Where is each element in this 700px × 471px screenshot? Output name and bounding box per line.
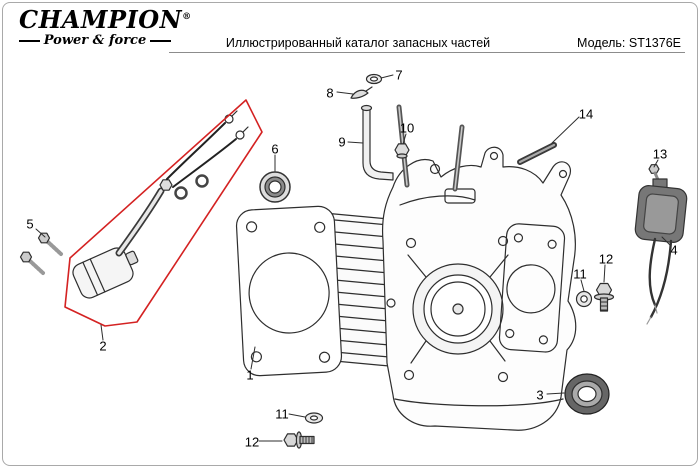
bearing-part-6 (259, 171, 291, 203)
washer-part-11-bottom (304, 412, 324, 424)
part-callout-1: 1 (246, 367, 254, 383)
bolt-part-12-bottom (283, 431, 315, 449)
nut-part-10 (394, 143, 410, 159)
tagline-left-rule (19, 39, 40, 42)
part-callout-12-bottom: 12 (244, 434, 260, 450)
part-callout-10: 10 (399, 120, 415, 136)
pin-part-14 (517, 142, 557, 165)
part-callout-7: 7 (395, 67, 403, 83)
oil-seal-part-3 (564, 373, 610, 415)
washer-part-7 (365, 73, 383, 85)
brand-logo: CHAMPION® Power & force (19, 7, 191, 48)
part-callout-5: 5 (26, 216, 34, 232)
part-callout-3: 3 (536, 387, 544, 403)
registered-trademark-icon: ® (182, 12, 192, 22)
header-divider (169, 52, 685, 53)
part-callout-2: 2 (99, 338, 107, 354)
crank-bore (412, 263, 504, 355)
leader-lines (35, 74, 671, 442)
part-callout-14: 14 (578, 106, 594, 122)
brand-tagline: Power & force (43, 33, 147, 49)
bolts-part-5 (19, 232, 63, 275)
exploded-diagram (19, 73, 688, 449)
part-callout-11-right: 11 (573, 266, 587, 282)
ignition-coil-part-4 (634, 178, 688, 325)
brand-name: CHAMPION® (19, 7, 191, 32)
tagline-right-rule (150, 39, 171, 42)
part-callout-12-right: 12 (598, 251, 614, 267)
part-callout-6: 6 (271, 141, 279, 157)
highlight-box (64, 99, 263, 327)
bolt-part-12-right (593, 282, 615, 312)
brand-tagline-row: Power & force (19, 33, 171, 48)
part-callout-13: 13 (652, 146, 668, 162)
part-callout-11-bottom: 11 (275, 406, 289, 422)
brand-name-text: CHAMPION (19, 5, 183, 34)
clip-part-8 (350, 86, 373, 99)
part-callout-8: 8 (326, 85, 334, 101)
oil-tube-part-9 (360, 104, 394, 181)
page-title: Иллюстрированный каталог запасных частей (225, 36, 491, 50)
washer-part-11-right (575, 290, 593, 308)
oil-sensor-assembly-part-2 (72, 110, 249, 299)
model-value: ST1376E (628, 36, 681, 50)
catalog-page: CHAMPION® Power & force Иллюстрированный… (2, 2, 698, 466)
part-callout-9: 9 (338, 134, 346, 150)
side-cover-plate (498, 223, 566, 353)
model-label: Модель: ST1376E (577, 36, 681, 50)
gasket-part-1 (235, 205, 343, 377)
model-label-text: Модель: (577, 36, 626, 50)
part-callout-4: 4 (670, 242, 678, 258)
